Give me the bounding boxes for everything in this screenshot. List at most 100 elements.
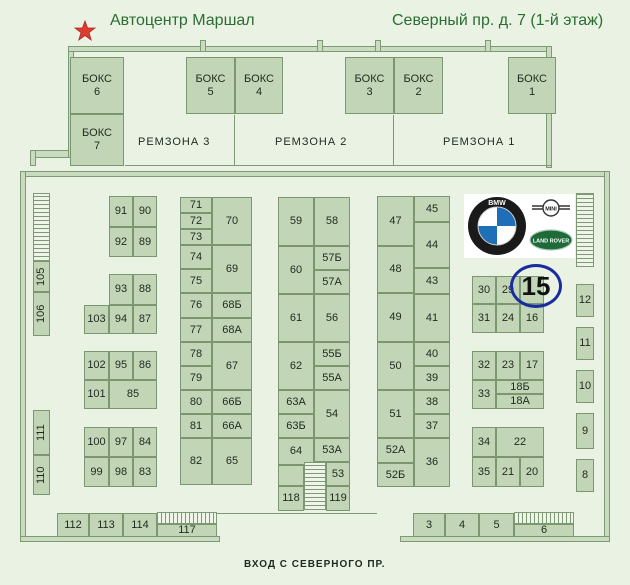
unit-48[interactable]: 48 bbox=[377, 246, 414, 293]
unit-102[interactable]: 102 bbox=[84, 351, 109, 380]
unit-70[interactable]: 70 bbox=[212, 197, 252, 245]
unit-63b[interactable]: 63Б bbox=[278, 414, 314, 438]
unit-112[interactable]: 112 bbox=[57, 513, 89, 537]
unit-62[interactable]: 62 bbox=[278, 342, 314, 390]
unit-34[interactable]: 34 bbox=[472, 427, 496, 457]
unit-77[interactable]: 77 bbox=[180, 318, 212, 342]
unit-31[interactable]: 31 bbox=[472, 304, 496, 333]
unit-69[interactable]: 69 bbox=[212, 245, 252, 293]
highlight-ring[interactable]: 15 bbox=[510, 264, 562, 308]
unit-76[interactable]: 76 bbox=[180, 293, 212, 318]
unit-59[interactable]: 59 bbox=[278, 197, 314, 246]
unit-21[interactable]: 21 bbox=[496, 457, 520, 487]
unit-67[interactable]: 67 bbox=[212, 342, 252, 390]
unit-87[interactable]: 87 bbox=[133, 305, 157, 334]
unit-8[interactable]: 8 bbox=[576, 459, 594, 492]
unit-98[interactable]: 98 bbox=[109, 457, 133, 487]
unit-103[interactable]: 103 bbox=[84, 305, 109, 334]
unit-54[interactable]: 54 bbox=[314, 390, 350, 438]
unit-44[interactable]: 44 bbox=[414, 222, 450, 268]
unit-16[interactable]: 16 bbox=[520, 304, 544, 333]
unit-89[interactable]: 89 bbox=[133, 227, 157, 257]
unit-68a[interactable]: 68А bbox=[212, 318, 252, 342]
unit-57a[interactable]: 57А bbox=[314, 270, 350, 294]
unit-22[interactable]: 22 bbox=[496, 427, 544, 457]
unit-52b[interactable]: 52Б bbox=[377, 463, 414, 487]
unit-58[interactable]: 58 bbox=[314, 197, 350, 246]
box-2[interactable]: БОКС 2 bbox=[394, 57, 443, 114]
unit-117[interactable]: 117 bbox=[157, 524, 217, 537]
unit-3[interactable]: 3 bbox=[413, 513, 445, 537]
unit-85[interactable]: 85 bbox=[109, 380, 157, 409]
unit-97[interactable]: 97 bbox=[109, 427, 133, 457]
unit-50[interactable]: 50 bbox=[377, 342, 414, 390]
unit-17[interactable]: 17 bbox=[520, 351, 544, 380]
unit-100[interactable]: 100 bbox=[84, 427, 109, 457]
unit-41[interactable]: 41 bbox=[414, 294, 450, 342]
box-1[interactable]: БОКС 1 bbox=[508, 57, 556, 114]
unit-57b[interactable]: 57Б bbox=[314, 246, 350, 270]
unit-118[interactable]: 118 bbox=[278, 486, 304, 511]
unit-5[interactable]: 5 bbox=[479, 513, 514, 537]
unit-110[interactable]: 110 bbox=[33, 455, 50, 495]
unit-60[interactable]: 60 bbox=[278, 246, 314, 294]
unit-30[interactable]: 30 bbox=[472, 276, 496, 304]
unit-64[interactable]: 64 bbox=[278, 438, 314, 465]
unit-99[interactable]: 99 bbox=[84, 457, 109, 487]
unit-4[interactable]: 4 bbox=[445, 513, 479, 537]
unit-10[interactable]: 10 bbox=[576, 370, 594, 403]
unit-93[interactable]: 93 bbox=[109, 274, 133, 305]
unit-52a[interactable]: 52А bbox=[377, 438, 414, 463]
unit-63a[interactable]: 63А bbox=[278, 390, 314, 414]
unit-74[interactable]: 74 bbox=[180, 245, 212, 269]
unit-68b[interactable]: 68Б bbox=[212, 293, 252, 318]
unit-53[interactable]: 53 bbox=[326, 462, 350, 486]
unit-37[interactable]: 37 bbox=[414, 414, 450, 438]
unit-92[interactable]: 92 bbox=[109, 227, 133, 257]
unit-83[interactable]: 83 bbox=[133, 457, 157, 487]
unit-111[interactable]: 111 bbox=[33, 410, 50, 455]
unit-24[interactable]: 24 bbox=[496, 304, 520, 333]
unit-43[interactable]: 43 bbox=[414, 268, 450, 294]
unit-47[interactable]: 47 bbox=[377, 196, 414, 246]
box-7[interactable]: БОКС 7 bbox=[70, 114, 124, 166]
box-5[interactable]: БОКС 5 bbox=[186, 57, 235, 114]
unit-84[interactable]: 84 bbox=[133, 427, 157, 457]
unit-55b[interactable]: 55Б bbox=[314, 342, 350, 366]
unit-38[interactable]: 38 bbox=[414, 390, 450, 414]
unit-81[interactable]: 81 bbox=[180, 414, 212, 438]
unit-82[interactable]: 82 bbox=[180, 438, 212, 485]
unit-35[interactable]: 35 bbox=[472, 457, 496, 487]
unit-56[interactable]: 56 bbox=[314, 294, 350, 342]
unit-72[interactable]: 72 bbox=[180, 213, 212, 229]
unit-55a[interactable]: 55А bbox=[314, 366, 350, 390]
unit-39[interactable]: 39 bbox=[414, 366, 450, 390]
unit-20[interactable]: 20 bbox=[520, 457, 544, 487]
unit-18a[interactable]: 18А bbox=[496, 394, 544, 409]
box-3[interactable]: БОКС 3 bbox=[345, 57, 394, 114]
unit-66a[interactable]: 66А bbox=[212, 414, 252, 438]
unit-73[interactable]: 73 bbox=[180, 229, 212, 245]
unit-80[interactable]: 80 bbox=[180, 390, 212, 414]
unit-75[interactable]: 75 bbox=[180, 269, 212, 293]
unit-95[interactable]: 95 bbox=[109, 351, 133, 380]
unit-6[interactable]: 6 bbox=[514, 524, 574, 537]
unit-12[interactable]: 12 bbox=[576, 284, 594, 317]
unit-61[interactable]: 61 bbox=[278, 294, 314, 342]
unit-11[interactable]: 11 bbox=[576, 327, 594, 360]
unit-32[interactable]: 32 bbox=[472, 351, 496, 380]
unit-71[interactable]: 71 bbox=[180, 197, 212, 213]
unit-45[interactable]: 45 bbox=[414, 196, 450, 222]
unit-119[interactable]: 119 bbox=[326, 486, 350, 511]
unit-78[interactable]: 78 bbox=[180, 342, 212, 366]
unit-9[interactable]: 9 bbox=[576, 413, 594, 449]
unit-106[interactable]: 106 bbox=[33, 292, 50, 336]
unit-65[interactable]: 65 bbox=[212, 438, 252, 485]
unit-101[interactable]: 101 bbox=[84, 380, 109, 409]
unit-33[interactable]: 33 bbox=[472, 380, 496, 409]
unit-66b[interactable]: 66Б bbox=[212, 390, 252, 414]
box-6[interactable]: БОКС 6 bbox=[70, 57, 124, 114]
unit-53a[interactable]: 53А bbox=[314, 438, 350, 462]
unit-88[interactable]: 88 bbox=[133, 274, 157, 305]
unit-90[interactable]: 90 bbox=[133, 196, 157, 227]
